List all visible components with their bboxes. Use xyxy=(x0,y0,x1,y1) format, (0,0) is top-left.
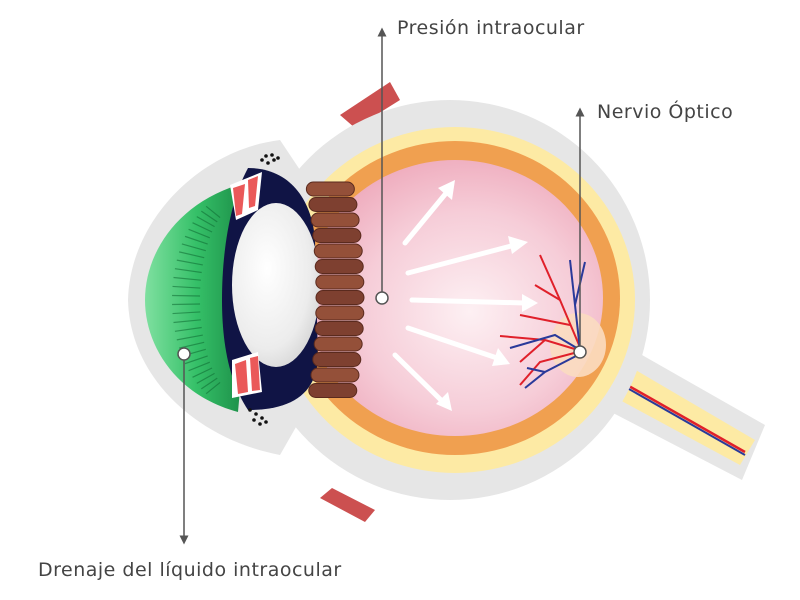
pressure-arrow-1 xyxy=(402,180,455,246)
callout-pressure-dot xyxy=(375,291,389,305)
pressure-arrows xyxy=(392,180,538,411)
ciliary-segment xyxy=(305,181,355,197)
ciliary-segment xyxy=(312,352,362,367)
label-optic-nerve: Nervio Óptico xyxy=(597,99,733,123)
ciliary-segment xyxy=(313,336,363,352)
ciliary-segment xyxy=(310,367,360,383)
retinal-vessels xyxy=(499,254,586,389)
cornea xyxy=(145,185,248,412)
lens xyxy=(232,203,320,367)
label-pressure: Presión intraocular xyxy=(397,17,585,39)
ciliary-segment xyxy=(308,197,358,212)
pressure-arrow-5 xyxy=(392,352,452,411)
inferior-muscle xyxy=(320,488,375,522)
ciliary-segment xyxy=(308,383,358,398)
superior-muscle xyxy=(340,82,400,128)
callout-optic-nerve: Nervio Óptico xyxy=(573,99,733,359)
ciliary-body xyxy=(305,181,365,398)
ciliary-segment xyxy=(315,305,365,321)
callout-pressure: Presión intraocular xyxy=(375,17,585,305)
callout-optic-dot xyxy=(573,345,587,359)
extraocular-muscles xyxy=(320,82,400,522)
ciliary-segment xyxy=(315,290,365,305)
pressure-arrow-3 xyxy=(409,294,538,312)
debris-dots xyxy=(248,153,280,426)
trabecular-meshwork xyxy=(230,172,262,398)
vitreous-body xyxy=(307,160,603,436)
ciliary-segment xyxy=(313,243,363,259)
label-drainage: Drenaje del líquido intraocular xyxy=(38,559,342,581)
ciliary-segment xyxy=(312,228,362,243)
ciliary-segment xyxy=(314,321,364,336)
pressure-arrow-2 xyxy=(405,236,528,276)
pressure-arrow-4 xyxy=(405,325,510,366)
ciliary-segment xyxy=(314,259,364,274)
callout-drainage: Drenaje del líquido intraocular xyxy=(38,347,342,581)
ciliary-segment xyxy=(315,274,365,290)
callout-drainage-dot xyxy=(177,347,191,361)
ciliary-segment xyxy=(310,212,360,228)
